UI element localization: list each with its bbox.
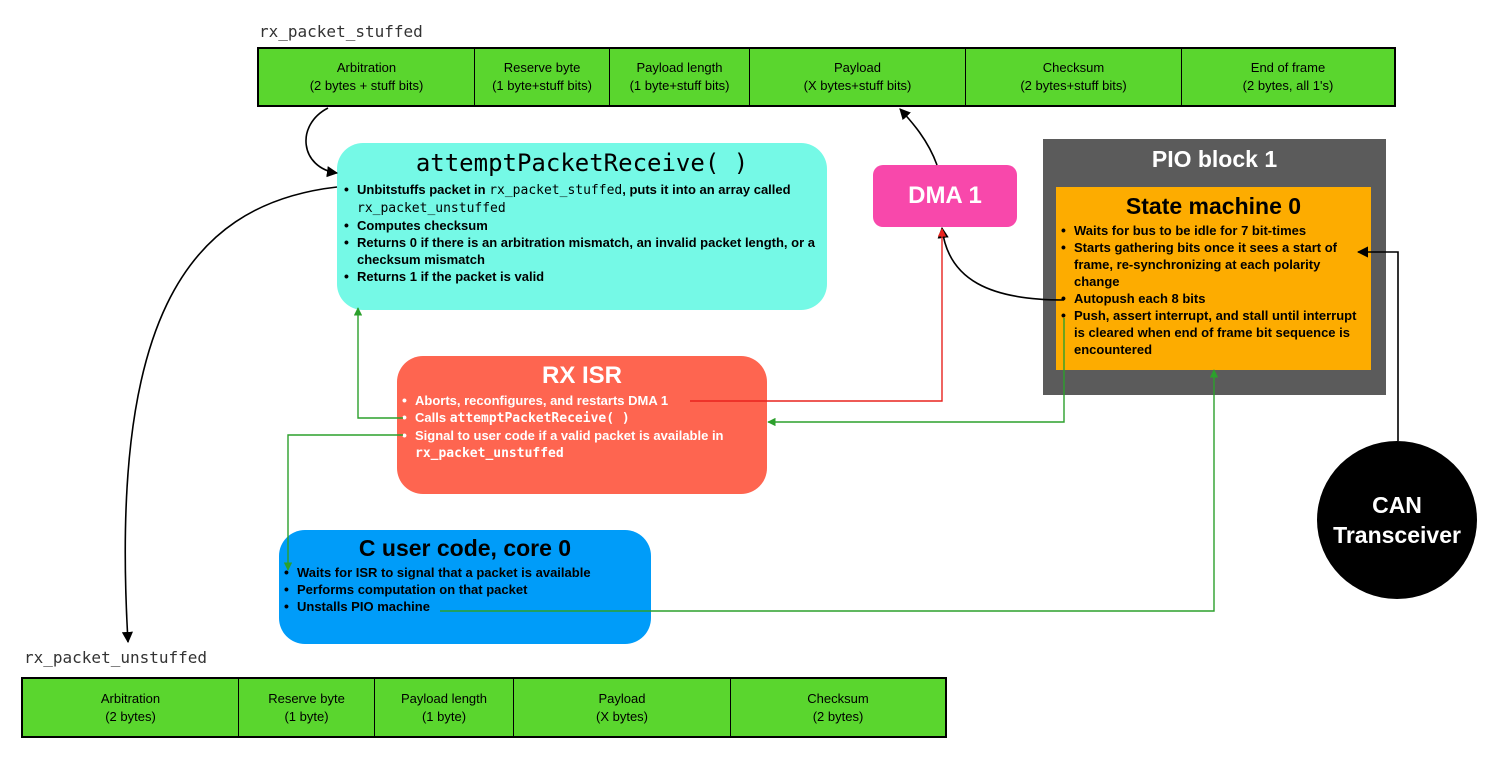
text: Unbitstuffs packet in: [357, 182, 490, 197]
code-attempt-packet-receive: attemptPacketReceive( ): [449, 411, 630, 426]
rx-packet-unstuffed-label: rx_packet_unstuffed: [24, 648, 208, 667]
field-name: End of frame: [1250, 60, 1326, 75]
pio-title: PIO block 1: [1151, 146, 1278, 172]
field-name: Arbitration: [336, 60, 397, 75]
cuser-bullet-2: Performs computation on that packet: [281, 581, 651, 598]
rx-isr-box: RX ISR Aborts, reconfigures, and restart…: [397, 356, 767, 494]
stuffed-packet-row: Arbitration (2 bytes + stuff bits) Reserv…: [257, 47, 1396, 107]
text: Calls: [415, 410, 450, 425]
field-reserve-byte: Reserve byte (1 byte+stuff bits): [475, 49, 610, 105]
field-detail: (1 byte+stuff bits): [629, 78, 730, 93]
field-name: Payload: [598, 690, 646, 706]
can-transceiver: CAN Transceiver: [1317, 441, 1477, 599]
c-user-code-box: C user code, core 0 Waits for ISR to sig…: [279, 530, 651, 644]
code-rx-packet-stuffed: rx_packet_stuffed: [489, 183, 623, 198]
isr-bullet-1: Aborts, reconfigures, and restarts DMA 1: [399, 392, 767, 409]
field-name: Reserve byte: [268, 690, 345, 706]
arrow-interrupt-to-isr: [767, 318, 1065, 427]
field-name: Arbitration: [100, 690, 161, 706]
field-detail: (1 byte): [284, 708, 329, 724]
field-detail: (X bytes+stuff bits): [803, 78, 912, 93]
field-detail: (2 bytes): [812, 708, 864, 724]
cuser-title: C user code, core 0: [358, 535, 572, 561]
rx-packet-stuffed-label: rx_packet_stuffed: [259, 22, 423, 41]
code-rx-packet-unstuffed: rx_packet_unstuffed: [415, 446, 564, 461]
attempt-title: attemptPacketReceive( ): [415, 149, 749, 177]
state-machine-0-box: State machine 0 Waits for bus to be idle…: [1056, 187, 1371, 370]
text: , puts it into an array called: [622, 182, 791, 197]
field-reserve-byte: Reserve byte (1 byte): [239, 679, 375, 736]
field-detail: (2 bytes, all 1's): [1242, 78, 1334, 93]
field-checksum: Checksum (2 bytes+stuff bits): [966, 49, 1182, 105]
field-name: Payload: [834, 60, 881, 75]
can-line-2: Transceiver: [1333, 522, 1461, 548]
field-payload-length: Payload length (1 byte): [375, 679, 514, 736]
attempt-bullet-2: Computes checksum: [341, 217, 817, 234]
arrow-dma-to-payload: [899, 108, 938, 166]
attempt-packet-receive-box: attemptPacketReceive( ) Unbitstuffs pack…: [337, 143, 827, 310]
cuser-bullet-3: Unstalls PIO machine: [281, 598, 651, 615]
field-detail: (X bytes): [595, 708, 648, 724]
field-detail: (2 bytes): [105, 708, 156, 724]
dma-title: DMA 1: [908, 182, 982, 209]
field-arbitration: Arbitration (2 bytes + stuff bits): [259, 49, 475, 105]
sm-bullet-4: Push, assert interrupt, and stall until …: [1058, 307, 1365, 358]
attempt-bullet-4: Returns 1 if the packet is valid: [341, 268, 817, 285]
field-detail: (1 byte+stuff bits): [492, 78, 592, 93]
field-name: Payload length: [400, 690, 487, 706]
unstuffed-packet-row: Arbitration (2 bytes) Reserve byte (1 byte…: [21, 677, 947, 738]
isr-bullet-3: Signal to user code if a valid packet is…: [399, 427, 767, 462]
code-rx-packet-unstuffed: rx_packet_unstuffed: [357, 201, 506, 216]
attempt-bullet-3: Returns 0 if there is an arbitration mis…: [341, 234, 817, 268]
field-detail: (2 bytes + stuff bits): [309, 78, 424, 93]
field-arbitration: Arbitration (2 bytes): [23, 679, 239, 736]
field-name: Checksum: [807, 690, 869, 706]
can-line-1: CAN: [1372, 492, 1422, 518]
dma-1-box: DMA 1: [873, 165, 1017, 227]
sm-bullet-1: Waits for bus to be idle for 7 bit-times: [1058, 222, 1365, 239]
field-name: Payload length: [636, 60, 723, 75]
field-payload-length: Payload length (1 byte+stuff bits): [610, 49, 750, 105]
state-machine-title: State machine 0: [1125, 193, 1302, 219]
sm-bullet-2: Starts gathering bits once it sees a sta…: [1058, 239, 1365, 290]
isr-title: RX ISR: [541, 362, 622, 389]
field-end-of-frame: End of frame (2 bytes, all 1's): [1182, 49, 1394, 105]
text: Signal to user code if a valid packet is…: [415, 428, 724, 443]
attempt-bullet-1: Unbitstuffs packet in rx_packet_stuffed,…: [341, 181, 817, 217]
cuser-bullet-1: Waits for ISR to signal that a packet is…: [281, 564, 651, 581]
field-detail: (2 bytes+stuff bits): [1020, 78, 1127, 93]
field-payload: Payload (X bytes): [514, 679, 731, 736]
field-name: Reserve byte: [503, 60, 581, 75]
field-name: Checksum: [1042, 60, 1105, 75]
sm-bullet-3: Autopush each 8 bits: [1058, 290, 1365, 307]
arrow-stuffed-to-attempt: [305, 107, 339, 178]
field-payload: Payload (X bytes+stuff bits): [750, 49, 966, 105]
field-checksum: Checksum (2 bytes): [731, 679, 945, 736]
isr-bullet-2: Calls attemptPacketReceive( ): [399, 409, 767, 427]
field-detail: (1 byte): [421, 708, 467, 724]
